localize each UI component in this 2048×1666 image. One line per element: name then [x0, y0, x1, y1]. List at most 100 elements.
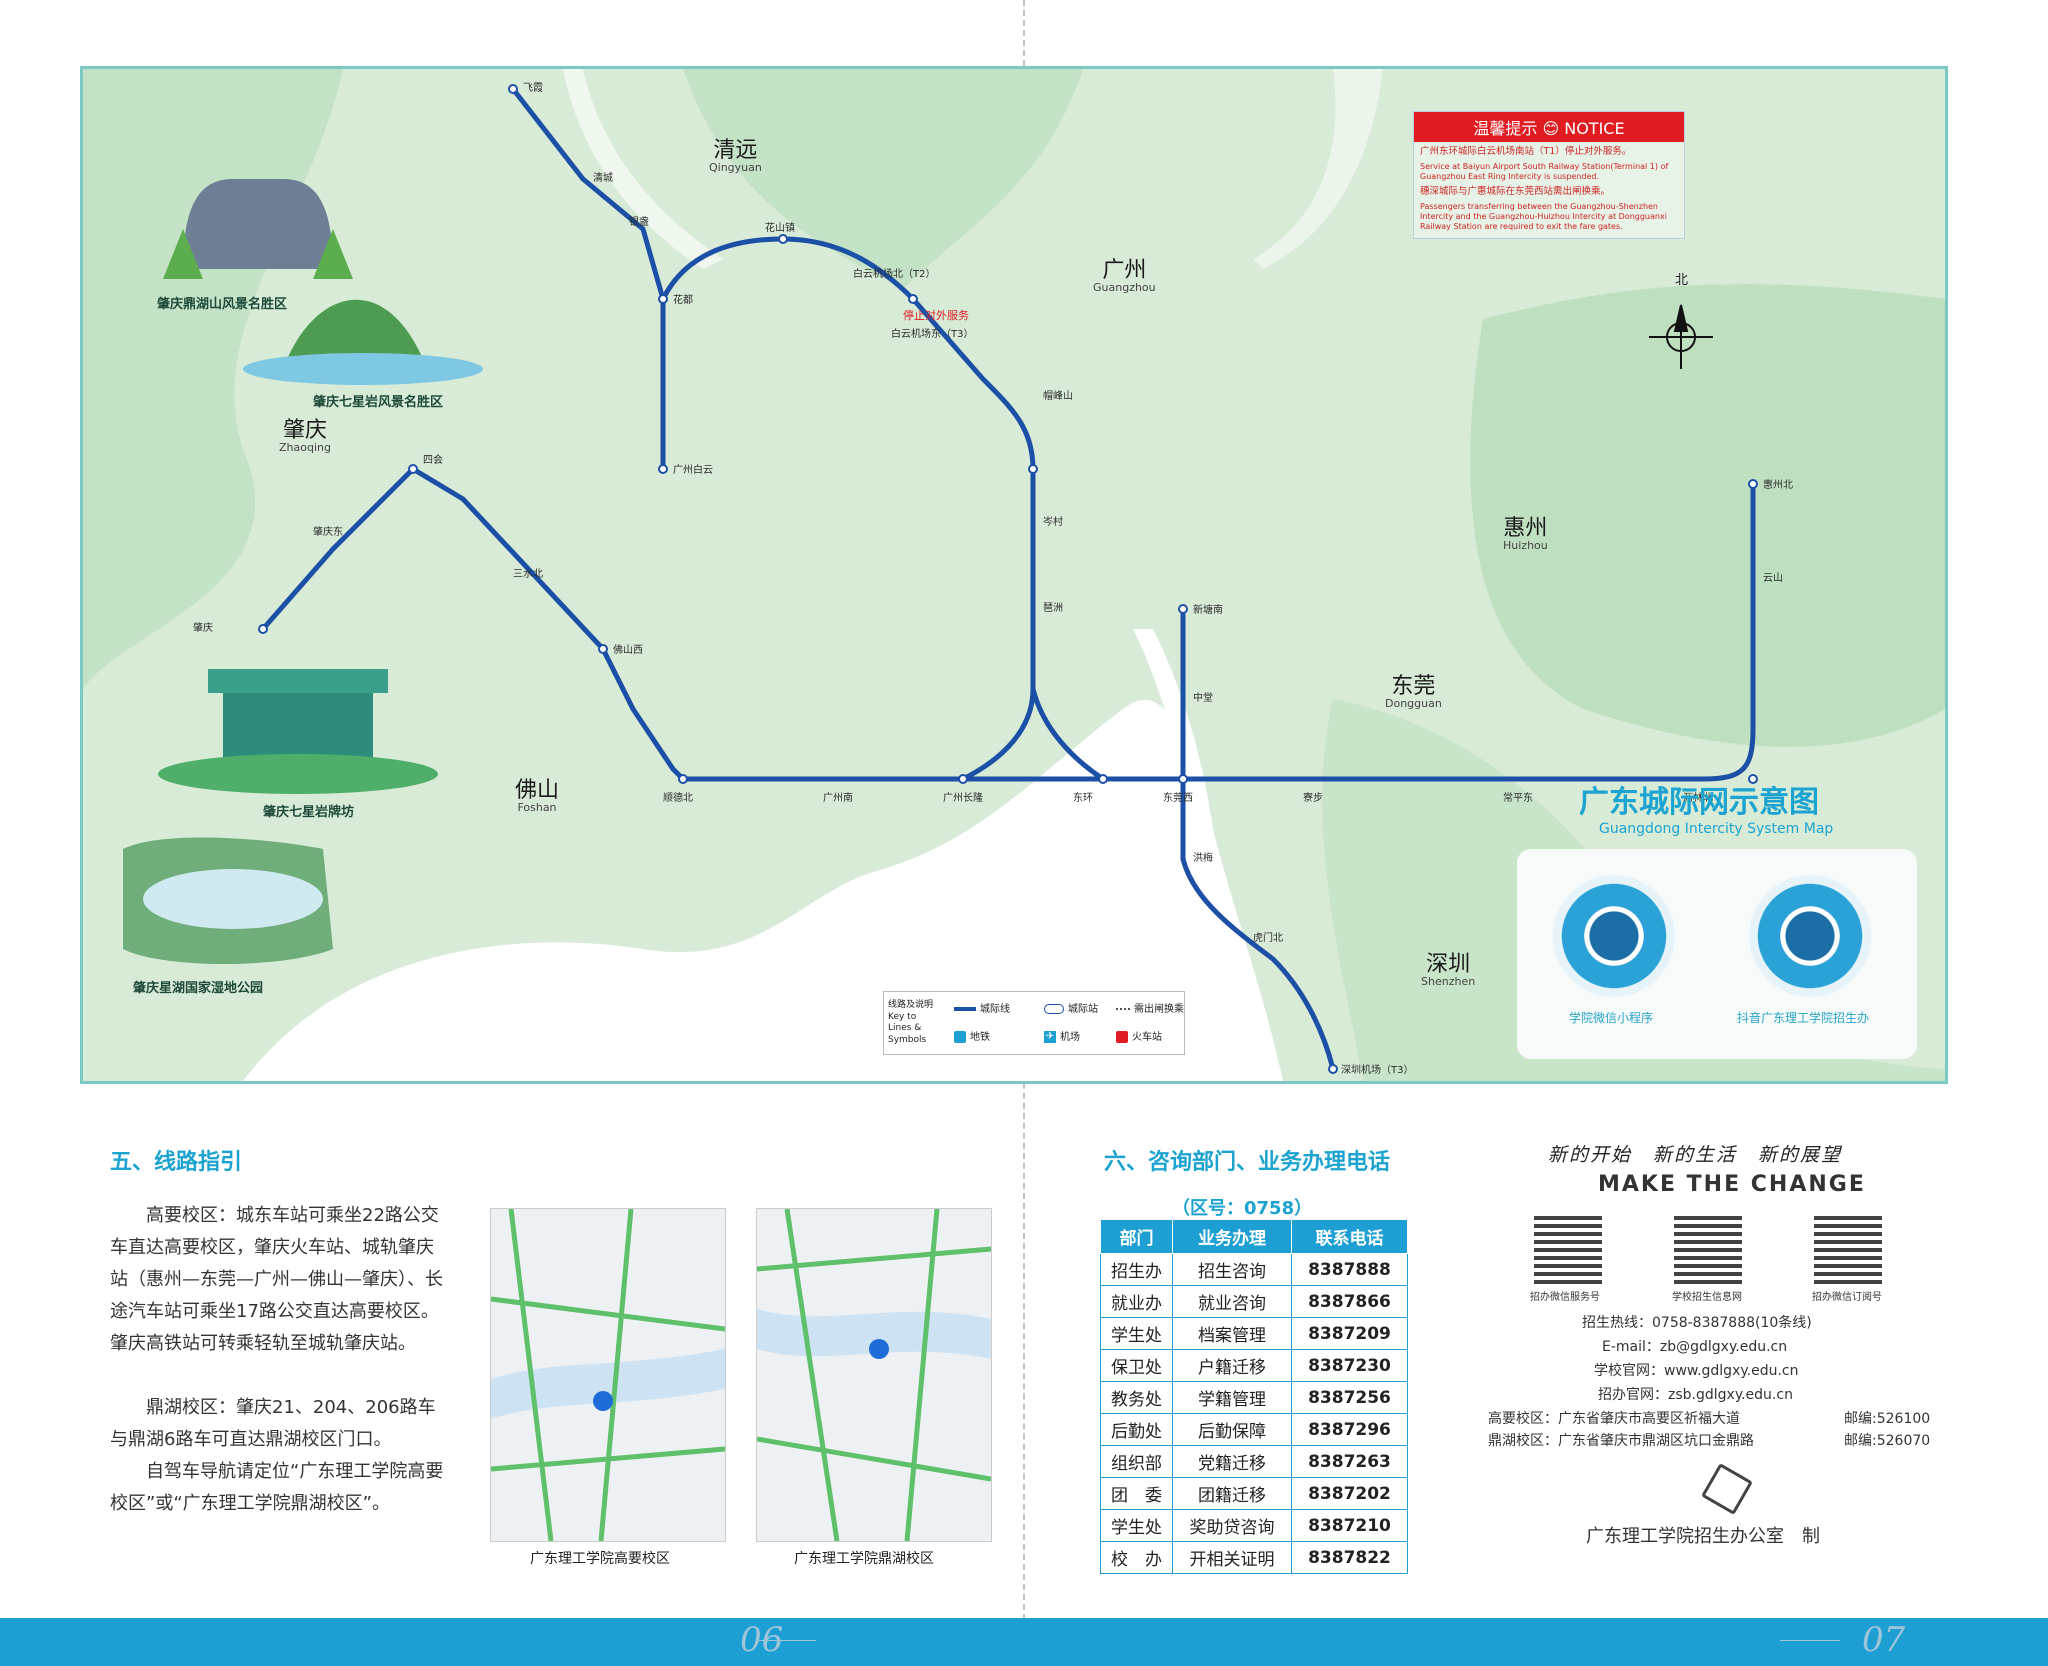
gaoyao-campus-map[interactable] — [490, 1208, 726, 1542]
poi-label: 肇庆星湖国家湿地公园 — [133, 981, 264, 996]
station-label: 寮步 — [1303, 793, 1323, 804]
station-label: 东环 — [1073, 793, 1093, 804]
station-label: 广州长隆 — [943, 793, 983, 804]
wechat-subscription-qr-icon[interactable] — [1814, 1216, 1882, 1284]
station-label: 云山 — [1763, 573, 1783, 584]
wechat-service-qr-icon[interactable] — [1534, 1216, 1602, 1284]
contact-section-title: 六、咨询部门、业务办理电话 — [1104, 1150, 1391, 1175]
service-cell: 开相关证明 — [1171, 1541, 1292, 1574]
notice-line-en: Passengers transferring between the Guan… — [1420, 201, 1667, 231]
station-label: 惠州北 — [1763, 480, 1793, 491]
map-title: 广东城际网示意图 — [1579, 785, 1819, 820]
dept-cell: 就业办 — [1100, 1285, 1173, 1318]
douyin-qr-icon[interactable] — [1749, 875, 1871, 997]
service-cell: 招生咨询 — [1171, 1253, 1292, 1286]
phone-cell: 8387230 — [1290, 1349, 1409, 1382]
station-label: 常平东 — [1503, 793, 1533, 804]
dept-cell: 后勤处 — [1100, 1413, 1173, 1446]
admission-site-qr-icon[interactable] — [1674, 1216, 1742, 1284]
legend-item: 火车站 — [1116, 1028, 1162, 1043]
station-label: 中堂 — [1193, 693, 1213, 704]
station-label: 肇庆 — [193, 623, 213, 634]
route-guide-title: 五、线路指引 — [110, 1150, 243, 1175]
campus-address: 鼎湖校区：广东省肇庆市鼎湖区坑口金鼎路 — [1488, 1433, 1754, 1449]
station-label: 银盏 — [629, 217, 649, 228]
table-header: 联系电话 — [1290, 1219, 1409, 1254]
website[interactable]: 学校官网：www.gdlgxy.edu.cn — [1594, 1363, 1799, 1379]
poi-label: 肇庆七星岩风景名胜区 — [313, 395, 444, 410]
dept-cell: 校 办 — [1100, 1541, 1173, 1574]
qr-label: 招办微信服务号 — [1530, 1292, 1600, 1303]
dept-cell: 学生处 — [1100, 1509, 1173, 1542]
legend-title: 线路及说明 Key to Lines & Symbols — [888, 1000, 934, 1046]
station-label: 白云机场北（T2） — [853, 269, 936, 280]
service-cell: 奖助贷咨询 — [1171, 1509, 1292, 1542]
phone-cell: 8387888 — [1290, 1253, 1409, 1286]
hotline: 招生热线：0758-8387888(10条线) — [1582, 1315, 1812, 1331]
station-label: 清城 — [593, 173, 613, 184]
school-logo-icon — [1701, 1463, 1753, 1515]
table-header: 业务办理 — [1171, 1219, 1292, 1254]
divider — [1780, 1640, 1840, 1641]
poi-label: 肇庆七星岩牌坊 — [263, 805, 355, 820]
service-cell: 户籍迁移 — [1171, 1349, 1292, 1382]
station-label: 肇庆东 — [313, 527, 343, 538]
station-label: 飞霞 — [523, 83, 543, 94]
campus-address: 高要校区：广东省肇庆市高要区祈福大道 — [1488, 1411, 1740, 1427]
phone-cell: 8387209 — [1290, 1317, 1409, 1350]
legend-item: 需出闸换乘 — [1116, 1000, 1184, 1015]
dinghu-campus-map[interactable] — [756, 1208, 992, 1542]
metro-icon — [954, 1031, 966, 1043]
station-label: 虎门北 — [1253, 933, 1283, 944]
station-label: 花都 — [673, 295, 693, 306]
admission-website[interactable]: 招办官网：zsb.gdlgxy.edu.cn — [1598, 1387, 1793, 1403]
station-label: 东莞西 — [1163, 793, 1193, 804]
intercity-map: 肇庆鼎湖山风景名胜区 肇庆七星岩风景名胜区 肇庆七星岩牌坊 肇庆星湖国家湿地公园… — [80, 66, 1948, 1084]
phone-cell: 8387210 — [1290, 1509, 1409, 1542]
postcode: 邮编:526100 — [1844, 1411, 1931, 1427]
dept-cell: 团 委 — [1100, 1477, 1173, 1510]
station-label: 深圳机场（T3） — [1341, 1065, 1414, 1076]
qr-label: 学校招生信息网 — [1672, 1292, 1742, 1303]
phone-cell: 8387202 — [1290, 1477, 1409, 1510]
service-cell: 党籍迁移 — [1171, 1445, 1292, 1478]
mini-program-qr-icon[interactable] — [1553, 875, 1675, 997]
station-label: 广州南 — [823, 793, 853, 804]
phone-cell: 8387256 — [1290, 1381, 1409, 1414]
poi-qixingyan-illustration — [243, 299, 483, 385]
notice-line-en: Service at Baiyun Airport South Railway … — [1420, 161, 1669, 181]
legend-item: 地铁 — [954, 1028, 990, 1043]
poi-label: 肇庆鼎湖山风景名胜区 — [157, 297, 288, 312]
table-header: 部门 — [1100, 1219, 1173, 1254]
route-paragraph: 高要校区：城东车站可乘坐22路公交车直达高要校区，肇庆火车站、城轨肇庆站（惠州—… — [110, 1205, 443, 1354]
poi-dinghushan-illustration — [163, 179, 353, 279]
map-graphic — [83, 69, 1945, 1081]
dept-cell: 教务处 — [1100, 1381, 1173, 1414]
legend-item: 城际线 — [954, 1000, 1010, 1015]
station-label: 四会 — [423, 455, 443, 466]
phone-cell: 8387263 — [1290, 1445, 1409, 1478]
phone-cell: 8387866 — [1290, 1285, 1409, 1318]
service-cell: 后勤保障 — [1171, 1413, 1292, 1446]
route-paragraph: 鼎湖校区：肇庆21、204、206路车与鼎湖6路车可直达鼎湖校区门口。 — [110, 1397, 436, 1450]
dept-cell: 保卫处 — [1100, 1349, 1173, 1382]
postcode: 邮编:526070 — [1844, 1433, 1931, 1449]
service-cell: 就业咨询 — [1171, 1285, 1292, 1318]
divider — [756, 1640, 816, 1641]
service-cell: 团籍迁移 — [1171, 1477, 1292, 1510]
email[interactable]: E-mail：zb@gdlgxy.edu.cn — [1602, 1339, 1788, 1355]
make-the-change: MAKE THE CHANGE — [1598, 1172, 1866, 1197]
poi-wetland-illustration — [123, 837, 333, 964]
